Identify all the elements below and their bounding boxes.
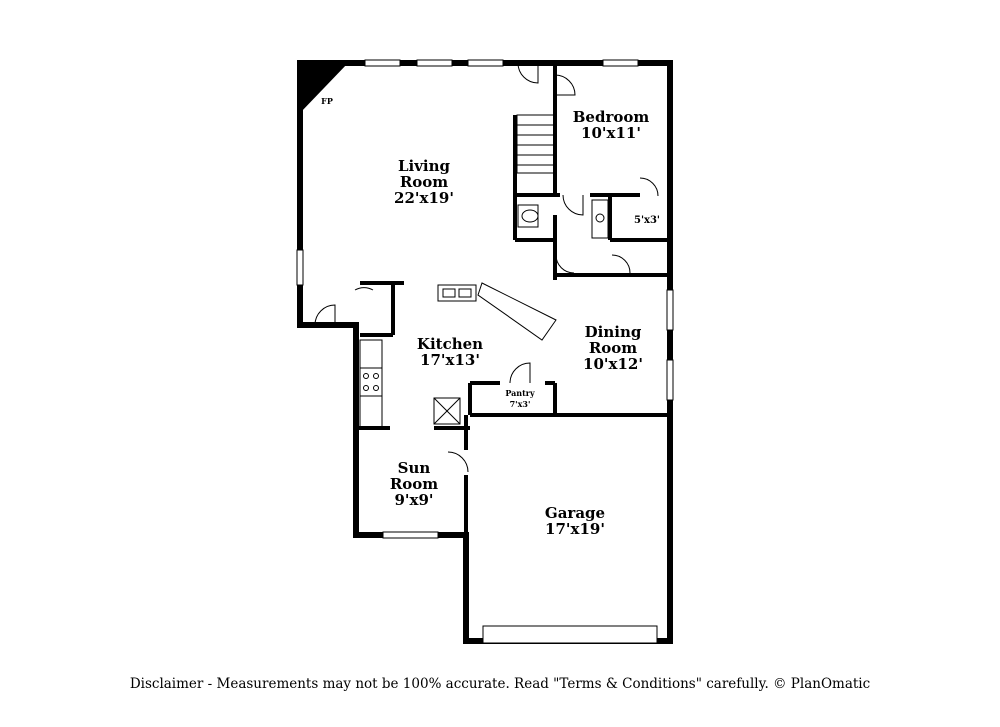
disclaimer-text: Disclaimer - Measurements may not be 100…: [129, 676, 871, 692]
living-room-size: 22'x19': [394, 189, 454, 207]
pantry-name: Pantry: [505, 388, 535, 398]
bedroom-name: Bedroom: [573, 108, 650, 126]
living-room-name-line1: Living: [398, 157, 451, 175]
dining-room-size: 10'x12': [583, 355, 643, 373]
doors: [314, 62, 659, 473]
closet-size: 5'x3': [634, 215, 660, 226]
dining-room-name-line2: Room: [589, 339, 637, 357]
living-room-name-line2: Room: [400, 173, 448, 191]
fixtures: [359, 199, 609, 429]
sun-room-size: 9'x9': [394, 491, 433, 509]
fireplace-label: FP: [321, 96, 333, 106]
stairs: [516, 114, 556, 174]
garage-name: Garage: [545, 504, 605, 522]
bedroom-size: 10'x11': [581, 124, 641, 142]
pantry-size: 7'x3': [510, 399, 531, 409]
windows: [296, 59, 674, 644]
interior-walls: [356, 63, 670, 535]
fireplace: FP: [300, 63, 348, 113]
dining-room-name-line1: Dining: [585, 323, 642, 341]
sun-room-name-line2: Room: [390, 475, 438, 493]
kitchen-size: 17'x13': [420, 351, 480, 369]
garage-size: 17'x19': [545, 520, 605, 538]
room-labels: Living Room 22'x19' Bedroom 10'x11' 5'x3…: [390, 108, 660, 538]
sun-room-name-line1: Sun: [398, 459, 431, 477]
kitchen-name: Kitchen: [417, 335, 483, 353]
